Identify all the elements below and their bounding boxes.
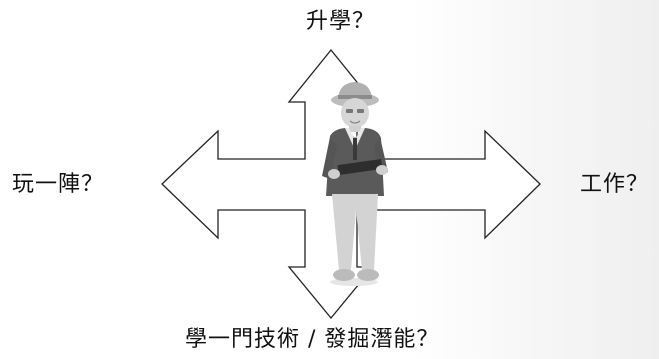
- right-shoe: [357, 269, 379, 281]
- left-shoe: [333, 269, 355, 281]
- book: [337, 158, 383, 176]
- hat-crown: [338, 82, 372, 99]
- label-work: 工作？: [580, 172, 650, 197]
- head: [341, 98, 369, 128]
- pants: [332, 194, 378, 270]
- label-learn-skill: 學一門技術 / 發掘潛能？: [185, 327, 440, 352]
- label-further-study: 升學？: [306, 9, 376, 34]
- jacket: [326, 128, 384, 196]
- label-take-a-break: 玩一陣？: [12, 172, 105, 197]
- person-figure: [322, 82, 388, 286]
